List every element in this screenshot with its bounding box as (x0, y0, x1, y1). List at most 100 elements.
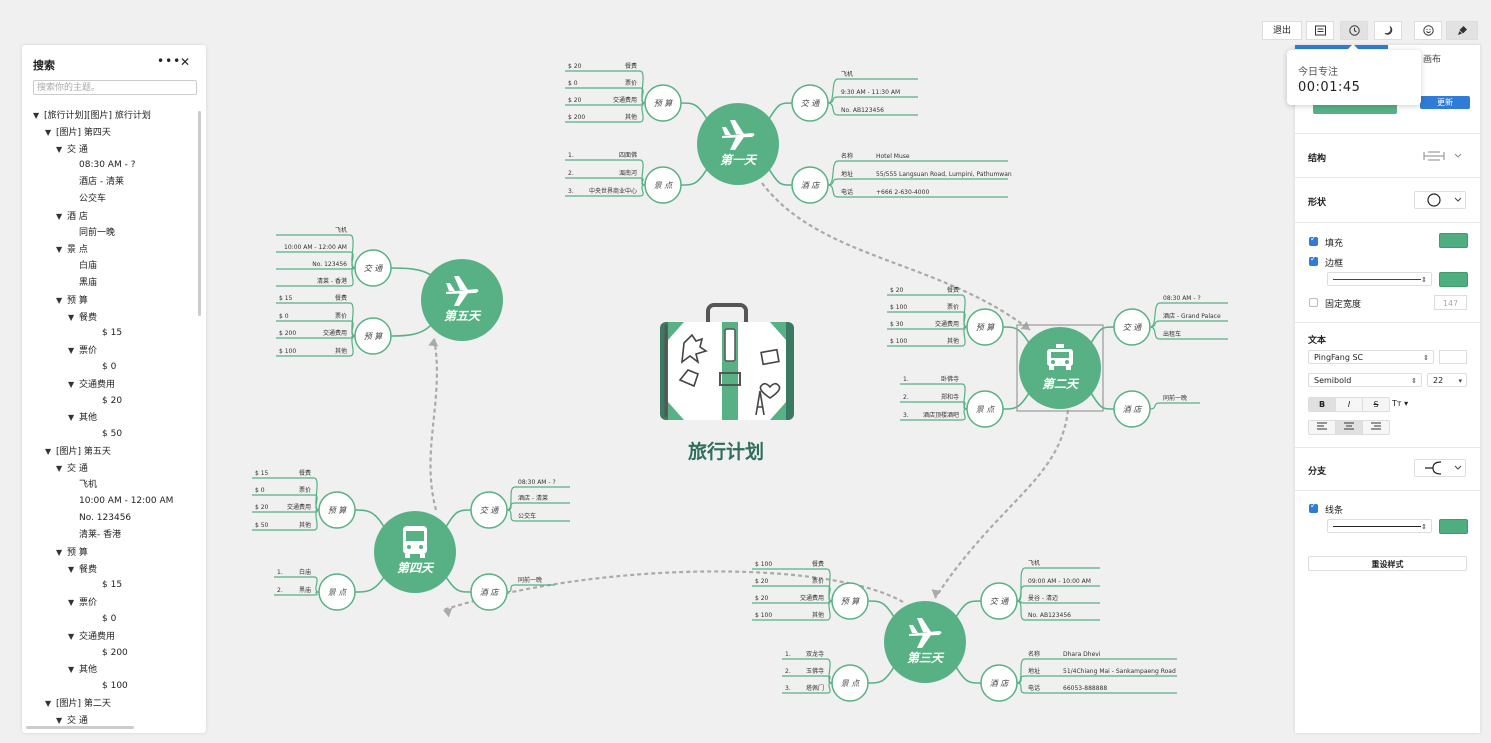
caret-down-icon[interactable]: ▼ (56, 715, 63, 725)
caret-down-icon[interactable]: ▼ (56, 463, 63, 473)
tree-item[interactable]: 公交车 (79, 191, 106, 208)
day-node-title[interactable]: 第四天 (397, 561, 435, 575)
tree-item[interactable]: 同前一晚 (79, 225, 115, 242)
tree-item[interactable]: $ 15 (102, 325, 122, 342)
sticker-button[interactable] (1414, 21, 1442, 40)
shape-selector[interactable] (1414, 191, 1466, 209)
caret-down-icon[interactable]: ▼ (68, 598, 75, 608)
update-button[interactable]: 更新 (1420, 96, 1470, 109)
branch-node-label[interactable]: 酒 店 (480, 588, 500, 597)
focus-timer-button[interactable] (1340, 21, 1368, 40)
more-options-icon[interactable]: ••• (157, 54, 182, 68)
tree-item[interactable]: ▼票价 (68, 342, 97, 359)
tree-item[interactable]: ▼[旅行计划][图片] 旅行计划 (33, 107, 151, 124)
structure-selector[interactable] (1422, 148, 1462, 167)
branch-node-label[interactable]: 酒 店 (801, 181, 821, 190)
tree-item[interactable]: ▼交 通 (56, 141, 88, 158)
tab-canvas[interactable]: 画布 (1423, 55, 1442, 65)
dark-mode-button[interactable] (1374, 21, 1402, 40)
reset-style-button[interactable]: 重设样式 (1308, 556, 1467, 571)
tree-item[interactable]: $ 20 (102, 393, 122, 410)
tree-item[interactable]: ▼票价 (68, 594, 97, 611)
tree-item[interactable]: 白庙 (79, 258, 97, 275)
tree-item[interactable]: ▼酒 店 (56, 208, 88, 225)
line-checkbox[interactable] (1309, 501, 1318, 513)
font-weight-select[interactable]: Semibold⇕ (1308, 373, 1422, 387)
central-topic-node[interactable]: 旅行计划 (660, 303, 794, 463)
fixed-width-checkbox[interactable] (1309, 298, 1318, 307)
tree-item[interactable]: ▼[图片] 第四天 (45, 124, 111, 141)
line-style-select[interactable]: ⇕ (1327, 519, 1432, 533)
branch-node-label[interactable]: 景 点 (976, 405, 996, 414)
search-input[interactable] (33, 80, 197, 95)
tree-item[interactable]: ▼其他 (68, 409, 97, 426)
tree-item[interactable]: No. 123456 (79, 510, 131, 527)
caret-down-icon[interactable]: ▼ (33, 111, 40, 120)
caret-down-icon[interactable]: ▼ (56, 547, 63, 557)
tree-item[interactable]: 清莱- 香港 (79, 527, 121, 544)
tree-item[interactable]: ▼交 通 (56, 712, 88, 729)
caret-down-icon[interactable]: ▼ (68, 413, 75, 423)
caret-down-icon[interactable]: ▼ (45, 699, 52, 708)
caret-down-icon[interactable]: ▼ (56, 245, 63, 255)
tree-item[interactable]: 黑庙 (79, 275, 97, 292)
branch-node-label[interactable]: 预 算 (364, 332, 385, 341)
day-node-title[interactable]: 第二天 (1042, 377, 1080, 391)
caret-down-icon[interactable]: ▼ (45, 447, 52, 456)
tree-item[interactable]: ▼[图片] 第二天 (45, 695, 111, 712)
branch-style-selector[interactable] (1414, 459, 1466, 477)
branch-node-label[interactable]: 预 算 (654, 99, 675, 108)
caret-down-icon[interactable]: ▼ (68, 564, 75, 574)
tree-item[interactable]: ▼交通费用 (68, 628, 115, 645)
branch-node-label[interactable]: 酒 店 (990, 679, 1010, 688)
tree-item[interactable]: $ 100 (102, 678, 128, 695)
border-style-select[interactable]: ⇕ (1327, 272, 1432, 286)
caret-down-icon[interactable]: ▼ (68, 379, 75, 389)
tree-item[interactable]: $ 15 (102, 577, 122, 594)
branch-node-label[interactable]: 景 点 (654, 181, 674, 190)
tree-item[interactable]: $ 0 (102, 359, 116, 376)
outline-button[interactable] (1306, 21, 1334, 40)
align-center-button[interactable] (1336, 421, 1363, 434)
horizontal-scrollbar[interactable] (26, 726, 134, 729)
tree-item[interactable]: ▼预 算 (56, 292, 88, 309)
fill-checkbox[interactable] (1309, 234, 1318, 246)
day-node-title[interactable]: 第一天 (720, 153, 758, 167)
caret-down-icon[interactable]: ▼ (68, 631, 75, 641)
caret-down-icon[interactable]: ▼ (68, 665, 75, 675)
branch-node-label[interactable]: 预 算 (841, 597, 862, 606)
branch-node-label[interactable]: 交 通 (364, 264, 384, 273)
border-checkbox[interactable] (1309, 254, 1318, 266)
close-icon[interactable]: ✕ (180, 55, 191, 69)
font-family-select[interactable]: PingFang SC⇕ (1308, 350, 1434, 364)
branch-node-label[interactable]: 景 点 (841, 679, 861, 688)
tree-item[interactable]: 飞机 (79, 477, 97, 494)
caret-down-icon[interactable]: ▼ (56, 295, 63, 305)
fixed-width-input[interactable]: 147 (1434, 295, 1467, 310)
italic-button[interactable]: I (1336, 398, 1363, 411)
caret-down-icon[interactable]: ▼ (45, 127, 52, 137)
branch-node-label[interactable]: 酒 店 (1123, 405, 1143, 414)
tree-item[interactable]: $ 0 (102, 611, 116, 628)
caret-down-icon[interactable]: ▼ (68, 346, 75, 356)
text-color-swatch[interactable] (1439, 350, 1467, 364)
tree-item[interactable]: $ 50 (102, 426, 122, 443)
branch-node-label[interactable]: 预 算 (976, 323, 997, 332)
tree-item[interactable]: 08:30 AM - ? (79, 157, 135, 174)
fill-color-swatch[interactable] (1439, 233, 1468, 248)
border-color-swatch[interactable] (1439, 272, 1468, 287)
exit-button[interactable]: 退出 (1262, 21, 1302, 40)
font-size-select[interactable]: 22▾ (1427, 373, 1467, 387)
tree-item[interactable]: ▼[图片] 第五天 (45, 443, 111, 460)
branch-node-label[interactable]: 交 通 (990, 597, 1010, 606)
caret-down-icon[interactable]: ▼ (56, 144, 63, 154)
branch-node-label[interactable]: 预 算 (328, 506, 349, 515)
branch-node-label[interactable]: 交 通 (801, 99, 821, 108)
day-node-title[interactable]: 第三天 (907, 651, 945, 665)
tree-item[interactable]: ▼交通费用 (68, 376, 115, 393)
align-right-button[interactable] (1363, 421, 1389, 434)
